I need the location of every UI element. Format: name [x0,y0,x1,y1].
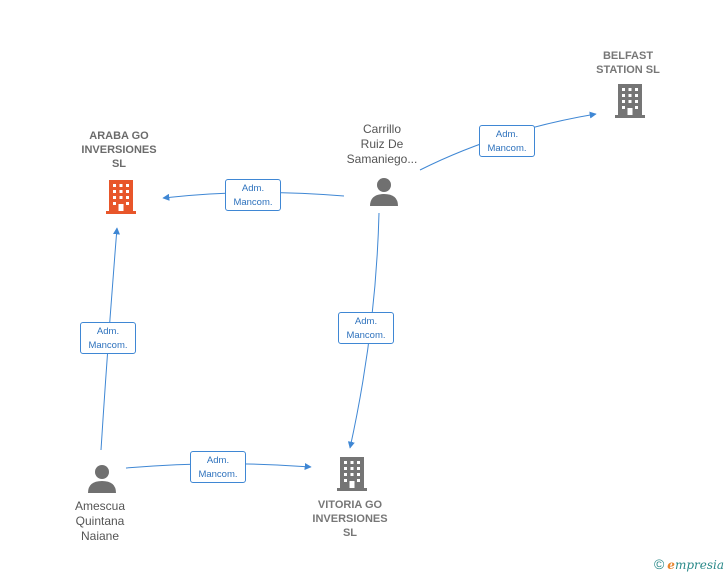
brand-footer[interactable]: ©empresia [654,556,724,572]
vitoria-label[interactable]: VITORIA GO INVERSIONES SL [300,498,400,540]
edge-label-carrillo-vitoria[interactable]: Adm. Mancom. [338,312,394,344]
building-icon-belfast[interactable] [615,84,645,118]
vitoria-label-line-1: VITORIA GO [317,499,383,511]
building-icon-vitoria[interactable] [337,457,367,491]
vitoria-label-line-3: SL [342,527,358,539]
amescua-label-line-3: Naiane [80,529,120,543]
carrillo-label-line-1: Carrillo [362,122,401,136]
edge-label-line-2: Mancom. [487,143,527,154]
person-icon-carrillo[interactable] [369,176,399,206]
araba-label-line-1: ARABA GO [89,130,149,142]
carrillo-label-line-3: Samaniego... [346,152,418,166]
carrillo-label-line-2: Ruiz De [360,137,404,151]
edge-label-amescua-vitoria[interactable]: Adm. Mancom. [190,451,246,483]
edge-label-carrillo-belfast[interactable]: Adm. Mancom. [479,125,535,157]
edge-label-amescua-araba[interactable]: Adm. Mancom. [80,322,136,354]
edge-label-line-2: Mancom. [88,340,128,351]
edge-label-line-2: Mancom. [198,469,238,480]
carrillo-label[interactable]: Carrillo Ruiz De Samaniego... [332,122,432,167]
belfast-label-line-2: STATION SL [596,64,660,76]
vitoria-label-line-2: INVERSIONES [312,513,388,525]
edge-label-carrillo-araba[interactable]: Adm. Mancom. [225,179,281,211]
edge-label-line-1: Adm. [241,183,265,194]
araba-label[interactable]: ARABA GO INVERSIONES SL [64,129,174,171]
amescua-label-line-2: Quintana [75,514,125,528]
brand-name: mpresia [674,558,724,572]
belfast-label[interactable]: BELFAST STATION SL [578,49,678,77]
araba-label-line-3: SL [111,158,127,170]
edge-label-line-1: Adm. [206,455,230,466]
edge-label-line-1: Adm. [354,316,378,327]
building-icon-araba[interactable] [106,180,136,214]
edge-label-line-1: Adm. [495,129,519,140]
edge-label-line-2: Mancom. [233,197,273,208]
edge-label-line-2: Mancom. [346,330,386,341]
belfast-label-line-1: BELFAST [602,50,654,62]
brand-initial: e [667,558,675,572]
amescua-label[interactable]: Amescua Quintana Naiane [50,499,150,544]
amescua-label-line-1: Amescua [74,499,126,513]
person-icon-amescua[interactable] [87,463,117,493]
edge-label-line-1: Adm. [96,326,120,337]
araba-label-line-2: INVERSIONES [81,144,157,156]
copyright-symbol: © [653,556,665,572]
